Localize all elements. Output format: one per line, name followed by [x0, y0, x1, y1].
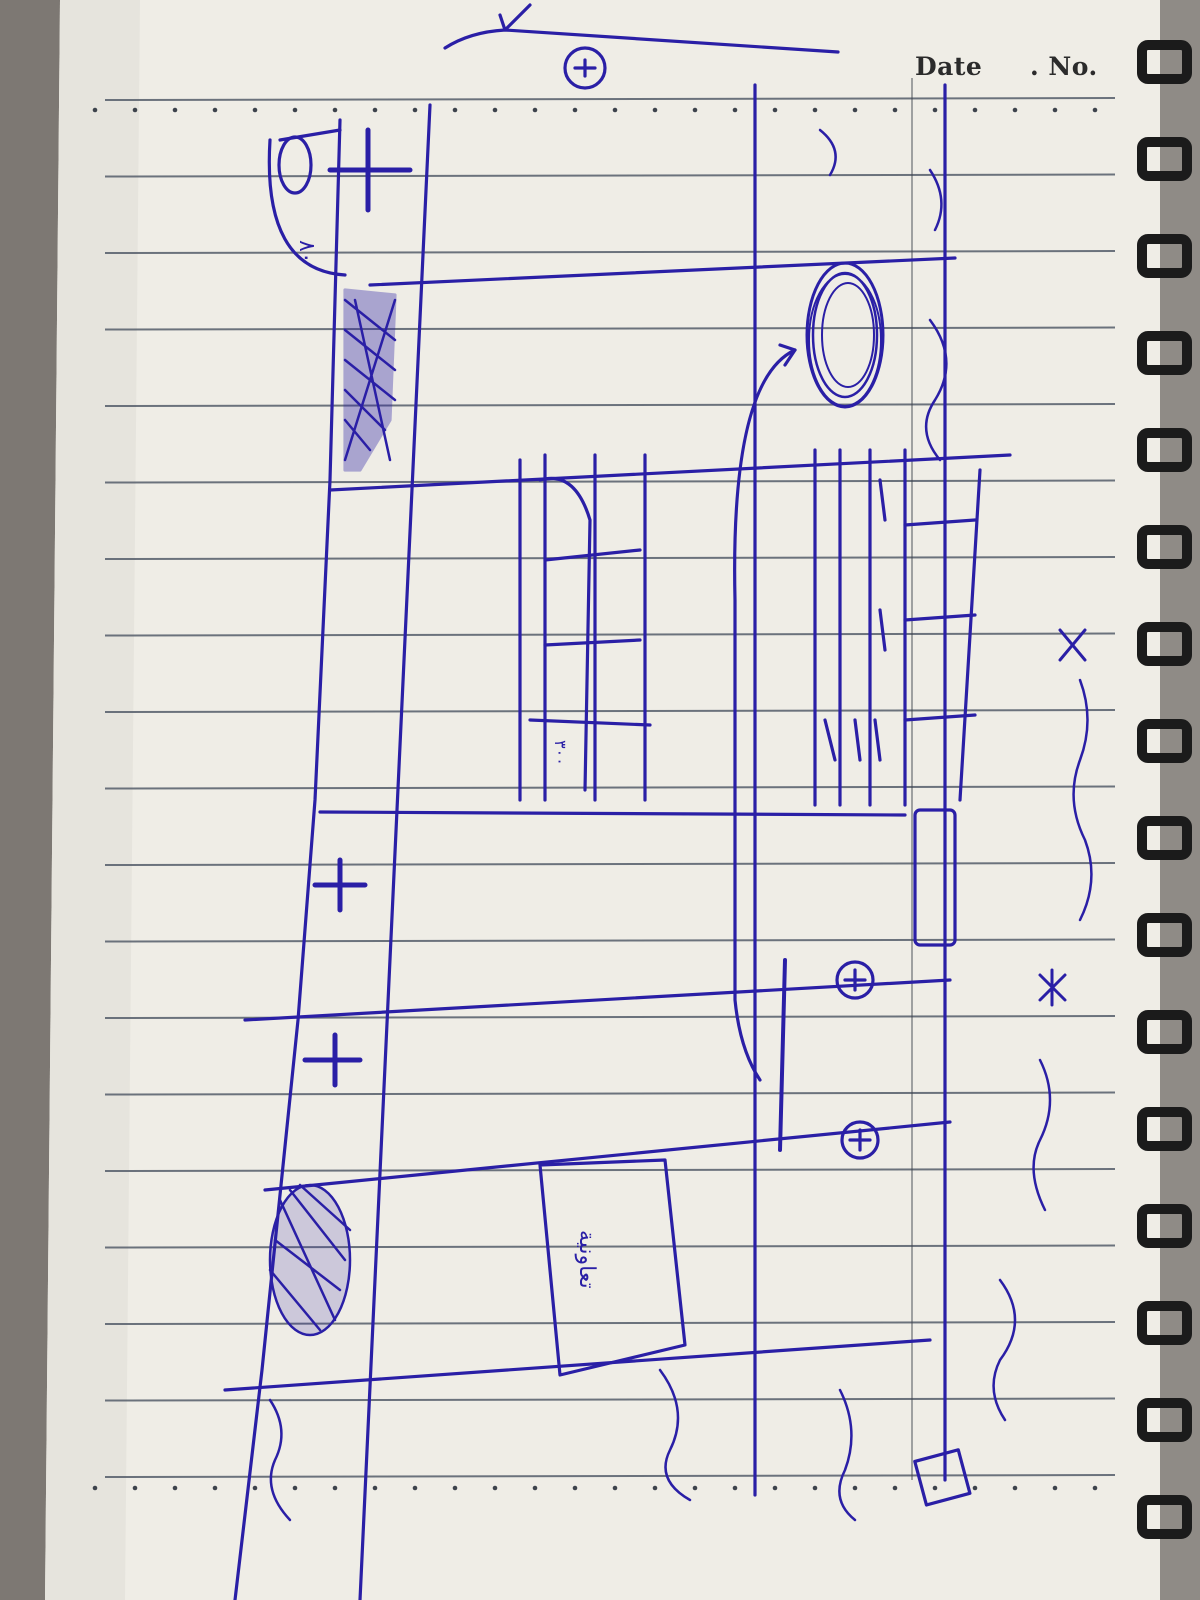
spiral-binding-icon [1137, 40, 1192, 1539]
number-label: . No. [1030, 52, 1098, 81]
notebook-page [45, 0, 1160, 1600]
circled-number-icon [563, 46, 607, 90]
ink-sketch: ٨٠ ٣٠٠ تعاون [223, 3, 1093, 1600]
plus-mark-icon [312, 857, 368, 913]
margin-dots [92, 107, 1098, 1491]
pen-arrow-icon [443, 3, 840, 54]
svg-text:٣٠٠: ٣٠٠ [551, 740, 570, 766]
svg-text:تعاونية: تعاونية [574, 1230, 599, 1289]
ruled-lines [104, 97, 1116, 1478]
date-label: Date [915, 52, 983, 81]
star-icon [1038, 968, 1067, 1007]
svg-text:٨٠: ٨٠ [294, 240, 319, 264]
